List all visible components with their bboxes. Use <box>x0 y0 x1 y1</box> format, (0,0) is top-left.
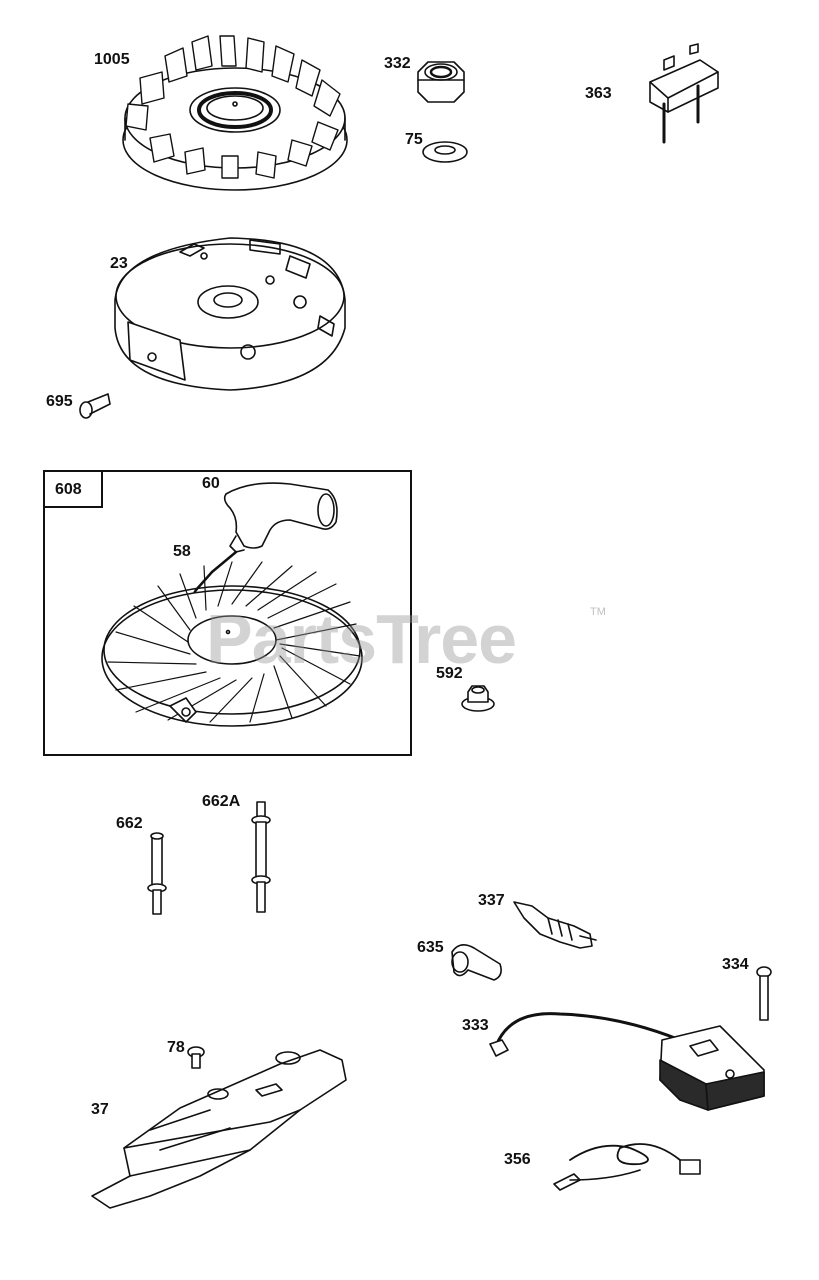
callout-60: 60 <box>202 475 220 492</box>
part-pin[interactable] <box>79 393 111 419</box>
callout-334: 334 <box>722 956 749 973</box>
part-washer[interactable] <box>422 141 468 163</box>
callout-337: 337 <box>478 892 505 909</box>
callout-635: 635 <box>417 939 444 956</box>
callout-662: 662 <box>116 815 143 832</box>
part-stud-662a[interactable] <box>251 801 271 913</box>
part-recoil-housing[interactable] <box>101 561 363 727</box>
callout-75: 75 <box>405 131 423 148</box>
part-rotor-plate[interactable] <box>114 237 346 391</box>
part-stud-bracket[interactable] <box>649 43 719 144</box>
part-stud-662[interactable] <box>147 832 167 915</box>
group-608-label: 608 <box>55 481 82 498</box>
callout-356: 356 <box>504 1151 531 1168</box>
part-ground-wire[interactable] <box>553 1143 701 1191</box>
callout-58: 58 <box>173 543 191 560</box>
part-flywheel[interactable] <box>122 35 348 191</box>
callout-37: 37 <box>91 1101 109 1118</box>
group-608-tag: 608 <box>43 470 103 508</box>
callout-23: 23 <box>110 255 128 272</box>
group-608-frame <box>43 470 412 756</box>
callout-695: 695 <box>46 393 73 410</box>
callout-662a: 662A <box>202 793 241 810</box>
part-spark-boot[interactable] <box>451 944 502 981</box>
callout-333: 333 <box>462 1017 489 1034</box>
part-ignition-armature[interactable] <box>489 1012 765 1111</box>
part-spark-plug[interactable] <box>513 901 597 949</box>
part-flange-nut[interactable] <box>461 685 495 712</box>
part-shield-screw[interactable] <box>187 1046 205 1069</box>
callout-332: 332 <box>384 55 411 72</box>
watermark: PartsTree <box>206 600 517 678</box>
watermark-trademark: TM <box>590 606 606 618</box>
callout-1005: 1005 <box>94 51 130 68</box>
callout-592: 592 <box>436 665 463 682</box>
callout-363: 363 <box>585 85 612 102</box>
part-ignition-bolt[interactable] <box>756 966 772 1021</box>
part-nut[interactable] <box>417 61 465 103</box>
part-starter-handle[interactable] <box>223 482 338 553</box>
callout-78: 78 <box>167 1039 185 1056</box>
part-shield[interactable] <box>91 1049 347 1209</box>
